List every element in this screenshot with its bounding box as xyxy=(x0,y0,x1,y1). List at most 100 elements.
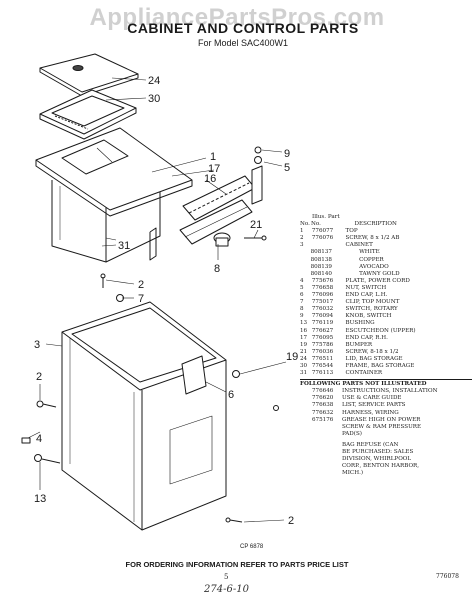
note-row: 776632 HARNESS, WIRING xyxy=(300,410,472,417)
page-number: 5 xyxy=(224,573,229,581)
note-row: PAD(S) xyxy=(300,431,472,438)
table-row: 3 CABINET xyxy=(300,242,472,249)
watermark: AppliancePartsPros.com xyxy=(89,4,385,31)
figure-code: CP 6878 xyxy=(240,544,264,550)
note-description: USE & CARE GUIDE xyxy=(342,395,402,402)
row-illus-no xyxy=(300,249,311,256)
callout-19: 19 xyxy=(286,351,298,363)
row-part-no: 776658 xyxy=(311,284,334,291)
note-part-no: 675176 xyxy=(312,416,334,423)
callout-21: 21 xyxy=(250,219,262,231)
note-description: HARNESS, WIRING xyxy=(342,409,399,416)
note-row: 776638 LIST, SERVICE PARTS xyxy=(300,402,472,409)
part-top xyxy=(35,127,193,217)
part-knob-switch xyxy=(251,146,263,205)
callout-24: 24 xyxy=(148,75,160,87)
row-description: ESCUTCHEON (UPPER) xyxy=(345,327,416,334)
callout-16: 16 xyxy=(204,173,216,185)
ordering-note: FOR ORDERING INFORMATION REFER TO PARTS … xyxy=(125,560,349,569)
note-part-no: 776632 xyxy=(312,409,334,416)
row-description: TOP xyxy=(345,228,358,235)
note-row: 776646 INSTRUCTIONS, INSTALLATION xyxy=(300,388,472,395)
callout-2-top: 2 xyxy=(138,279,144,291)
parts-list-header-top: Illus. Part xyxy=(312,214,340,220)
refuse-note-line: MICH.) xyxy=(342,470,364,477)
note-description: INSTRUCTIONS, INSTALLATION xyxy=(342,388,438,395)
table-row: 9 776094 KNOB, SWITCH xyxy=(300,313,472,320)
note-part-no: 776646 xyxy=(312,388,334,395)
note-description: PAD(S) xyxy=(342,430,362,437)
row-illus-no: 30 xyxy=(300,362,308,369)
note-row: 776620 USE & CARE GUIDE xyxy=(300,395,472,402)
note-description: GREASE HIGH ON POWER xyxy=(342,416,421,423)
note-part-no xyxy=(300,424,342,431)
row-description: BUSHING xyxy=(345,320,375,327)
callout-7: 7 xyxy=(138,293,144,305)
row-illus-no: 2 xyxy=(300,235,304,242)
callout-6: 6 xyxy=(228,389,234,401)
row-description: SCREW, 8 x 1/2 AB xyxy=(345,235,400,242)
row-illus-no: 7 xyxy=(300,299,304,306)
part-frame-bag-storage xyxy=(39,89,137,140)
model-subtitle: For Model SAC400W1 xyxy=(197,38,289,48)
callout-8: 8 xyxy=(214,263,220,275)
row-part-no: 776627 xyxy=(311,327,334,334)
callout-9: 9 xyxy=(284,148,290,160)
row-part-no: 808137 xyxy=(310,249,332,256)
row-description: NUT, SWITCH xyxy=(345,284,387,291)
row-description: CONTAINER xyxy=(345,370,383,377)
row-illus-no xyxy=(300,264,311,271)
row-description: COPPER xyxy=(359,256,384,263)
row-illus-no: 3 xyxy=(300,242,304,249)
row-illus-no: 8 xyxy=(300,306,304,313)
note-description: LIST, SERVICE PARTS xyxy=(342,402,406,409)
part-cabinet xyxy=(61,301,227,531)
row-illus-no: 17 xyxy=(300,334,308,341)
row-description: WHITE xyxy=(359,249,380,256)
callout-13: 13 xyxy=(34,493,46,505)
callout-1: 1 xyxy=(210,151,216,163)
col-part-no: No. xyxy=(311,221,321,228)
not-illustrated-rows: 776646 INSTRUCTIONS, INSTALLATION 776620 US… xyxy=(300,388,472,438)
refuse-note-line: CORP., BENTON HARBOR, xyxy=(342,463,420,470)
note-part-no: 776638 xyxy=(312,402,334,409)
col-description: DESCRIPTION xyxy=(354,221,397,228)
row-description: KNOB, SWITCH xyxy=(345,313,392,320)
row-part-no: 775676 xyxy=(311,277,334,284)
row-part-no: 776095 xyxy=(311,334,334,341)
handwritten-note: 274-6-10 xyxy=(204,584,249,595)
row-part-no xyxy=(312,242,342,249)
row-illus-no: 6 xyxy=(300,292,304,299)
part-lid-bag-storage xyxy=(39,53,139,97)
row-part-no: 776036 xyxy=(311,348,334,355)
row-description: AVOCADO xyxy=(359,263,389,270)
callout-2-left: 2 xyxy=(36,371,42,383)
callout-3: 3 xyxy=(34,339,40,351)
note-part-no: 776620 xyxy=(312,395,334,402)
row-part-no: 776077 xyxy=(311,228,334,235)
note-description: SCREW & RAM PRESSURE xyxy=(342,423,422,430)
not-illustrated-header: FOLLOWING PARTS NOT ILLUSTRATED xyxy=(300,379,472,388)
row-illus-no: 21 xyxy=(300,348,308,355)
row-illus-no: 24 xyxy=(300,355,308,362)
callout-2-bottom: 2 xyxy=(288,515,294,527)
parts-list-header: No. No. DESCRIPTION xyxy=(300,221,472,228)
row-part-no: 776096 xyxy=(311,292,334,299)
row-illus-no: 9 xyxy=(300,313,304,320)
row-part-no: 776094 xyxy=(311,313,334,320)
row-description: CABINET xyxy=(345,242,373,249)
row-illus-no: 19 xyxy=(300,341,308,348)
callout-31: 31 xyxy=(118,240,130,252)
row-description: FRAME, BAG STORAGE xyxy=(345,362,415,369)
